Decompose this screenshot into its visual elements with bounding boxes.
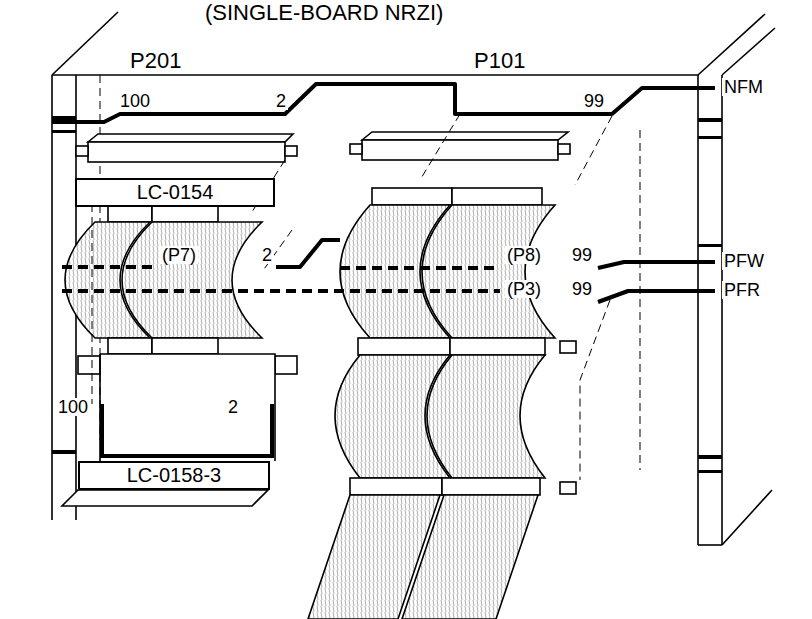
p101-leaders bbox=[420, 114, 612, 480]
pin-number: 99 bbox=[570, 246, 594, 264]
slot-marks bbox=[698, 455, 722, 459]
plug-name: (P7) bbox=[160, 246, 198, 264]
cage-frame bbox=[722, 490, 772, 545]
p101-connectors bbox=[362, 140, 558, 160]
pin-number: 2 bbox=[274, 92, 288, 110]
p201-connectors bbox=[108, 206, 152, 222]
board-number: LC-0154 bbox=[137, 181, 214, 204]
p201-connectors bbox=[78, 356, 100, 374]
connector-name: P201 bbox=[128, 50, 183, 72]
p201-connectors bbox=[285, 146, 297, 156]
signal-wires bbox=[52, 84, 715, 122]
p201-connectors bbox=[100, 354, 275, 461]
p101-connectors bbox=[452, 188, 542, 205]
p101-connectors bbox=[422, 205, 555, 338]
slot-marks bbox=[52, 130, 76, 133]
p101-connectors bbox=[560, 482, 576, 494]
signal-name: NFM bbox=[722, 78, 765, 96]
pin-number: 99 bbox=[570, 280, 594, 298]
cage-frame bbox=[722, 28, 775, 75]
pin-number: 99 bbox=[582, 92, 606, 110]
connector-name: P101 bbox=[472, 50, 527, 72]
p101-connectors bbox=[350, 144, 362, 154]
p201-connectors bbox=[76, 146, 88, 156]
cage-frame bbox=[697, 75, 699, 545]
p201-connectors bbox=[88, 134, 293, 142]
pin-number: 2 bbox=[226, 398, 240, 416]
signal-name: PFR bbox=[722, 281, 762, 299]
p201-connectors bbox=[62, 490, 268, 506]
p101-leaders bbox=[420, 114, 460, 180]
p201-connectors bbox=[88, 142, 285, 162]
signal-wires bbox=[276, 240, 340, 267]
p101-leaders bbox=[575, 116, 612, 185]
signal-wires bbox=[62, 289, 500, 293]
signal-wires bbox=[62, 265, 158, 269]
diagram-title: (SINGLE-BOARD NRZI) bbox=[205, 1, 443, 25]
p101-connectors bbox=[372, 188, 452, 205]
signal-wires bbox=[598, 262, 715, 268]
cage-frame bbox=[721, 75, 723, 545]
p101-connectors bbox=[402, 495, 538, 619]
p101-connectors bbox=[308, 132, 576, 619]
p101-leaders bbox=[580, 300, 610, 480]
board-label-box: LC-0154 bbox=[75, 178, 275, 207]
p201-connectors bbox=[152, 338, 218, 354]
p101-connectors bbox=[560, 341, 576, 353]
cage-frame bbox=[52, 12, 118, 75]
p101-connectors bbox=[362, 132, 568, 140]
signal-wires bbox=[340, 266, 500, 270]
slot-marks bbox=[698, 470, 722, 473]
p201-connectors bbox=[62, 134, 297, 506]
p101-connectors bbox=[442, 478, 540, 495]
cage-frame bbox=[698, 544, 722, 546]
cage-frame bbox=[52, 12, 775, 545]
slot-marks bbox=[698, 244, 722, 247]
cage-frame bbox=[52, 74, 698, 76]
slot-marks bbox=[52, 450, 76, 454]
board-number: LC-0158-3 bbox=[127, 464, 222, 487]
signal-name: PFW bbox=[722, 252, 766, 270]
p201-pin-run bbox=[102, 404, 272, 456]
p201-connectors bbox=[152, 206, 218, 222]
signal-wires bbox=[52, 84, 715, 302]
pin-number: 100 bbox=[56, 398, 90, 416]
signal-wires bbox=[598, 291, 715, 302]
pin-number: 2 bbox=[260, 246, 274, 264]
board-label-box: LC-0158-3 bbox=[78, 461, 270, 490]
p101-connectors bbox=[427, 355, 545, 478]
plug-name: (P3) bbox=[505, 280, 543, 298]
plug-name: (P8) bbox=[505, 246, 543, 264]
p201-connectors bbox=[108, 338, 152, 354]
pin-number: 100 bbox=[118, 92, 152, 110]
slot-marks bbox=[698, 136, 722, 139]
slot-marks bbox=[698, 118, 722, 122]
p101-connectors bbox=[358, 338, 450, 355]
p101-connectors bbox=[558, 144, 570, 154]
p201-pin-run bbox=[92, 178, 93, 404]
cage-frame bbox=[640, 130, 641, 470]
p101-connectors bbox=[450, 338, 545, 355]
p101-connectors bbox=[350, 478, 442, 495]
p201-connectors bbox=[122, 222, 262, 338]
p201-connectors bbox=[275, 356, 297, 374]
